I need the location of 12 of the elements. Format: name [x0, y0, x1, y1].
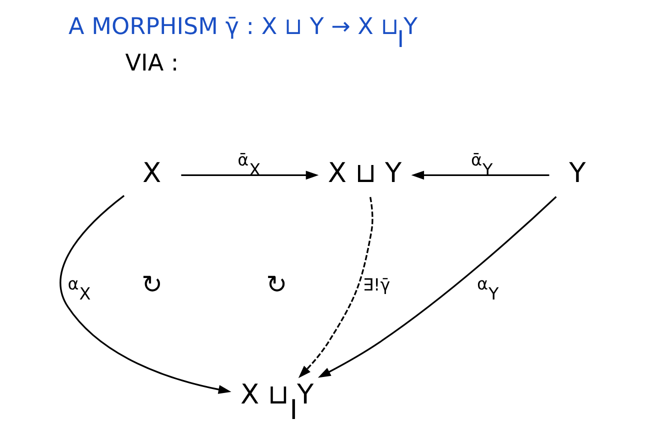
- arrow: [317, 196, 556, 378]
- node-text: X ⊔ Y: [327, 158, 402, 189]
- arrow: [180, 170, 318, 180]
- node-text: Y: [568, 158, 586, 189]
- arrow: [59, 195, 231, 394]
- arrow: [410, 170, 549, 180]
- label: ↻: [141, 270, 162, 300]
- node-text: X: [142, 158, 161, 189]
- label: ↻: [266, 270, 287, 300]
- edge-label: ∃!γ̄: [362, 274, 390, 295]
- arrow: [298, 196, 373, 378]
- label: VIA :: [124, 50, 178, 77]
